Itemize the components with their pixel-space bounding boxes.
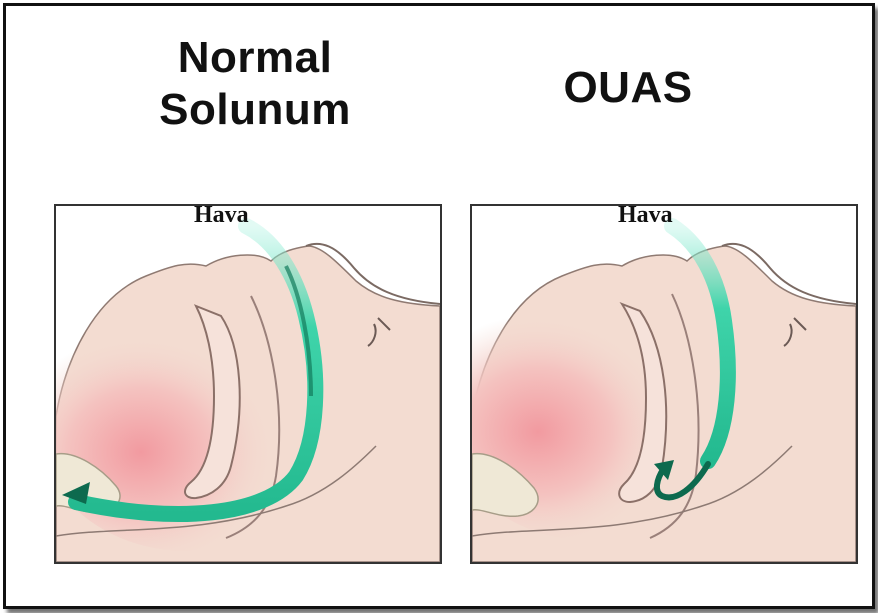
air-label-normal: Hava [194,204,249,229]
panel-normal-breathing: Hava [54,204,442,564]
airway-illustration-osa [472,206,856,562]
title-osa: OUAS [528,62,728,114]
title-normal-line1: Normal [95,32,415,84]
panel-osa: Hava [470,204,858,564]
airway-illustration-normal [56,206,440,562]
air-label-osa: Hava [618,204,673,229]
title-normal-line2: Solunum [95,84,415,136]
title-normal-breathing: Normal Solunum [95,32,415,136]
